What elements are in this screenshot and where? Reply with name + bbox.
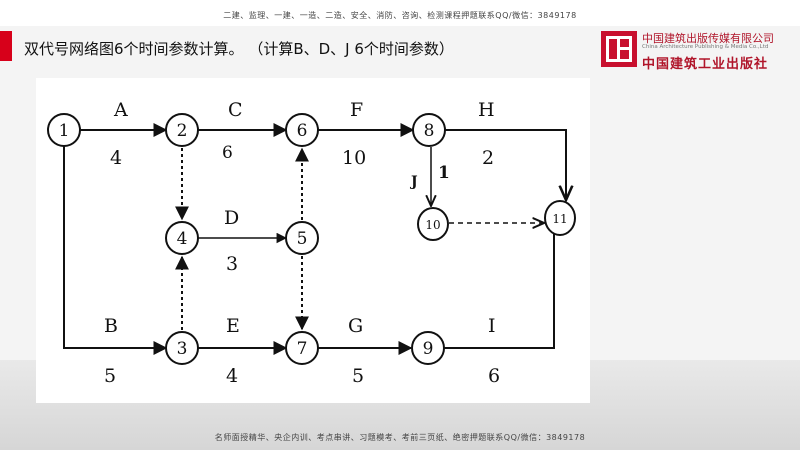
publisher-brand: 中国建筑工业出版社 <box>642 57 769 72</box>
arrow-i <box>444 233 555 349</box>
svg-text:4: 4 <box>177 229 188 249</box>
duration-label-i: 6 <box>488 365 500 387</box>
arrow-h <box>445 129 566 200</box>
node-3: 3 <box>165 331 199 365</box>
duration-label-b: 5 <box>104 365 116 387</box>
activity-label-g: G <box>348 315 363 337</box>
activity-label-f: F <box>350 99 363 121</box>
publisher-name-cn: 中国建筑出版传媒有限公司 <box>642 32 774 45</box>
svg-text:5: 5 <box>297 229 308 249</box>
node-9: 9 <box>411 331 445 365</box>
svg-text:11: 11 <box>552 212 567 226</box>
duration-label-g: 5 <box>352 365 364 387</box>
svg-text:2: 2 <box>177 121 188 141</box>
node-10: 10 <box>417 207 449 241</box>
publisher-name-en: China Architecture Publishing & Media Co… <box>642 44 769 50</box>
publisher-emblem-icon <box>601 31 637 67</box>
duration-label-h: 2 <box>482 147 494 169</box>
svg-text:1: 1 <box>59 121 70 141</box>
node-11: 11 <box>544 200 576 236</box>
top-strip <box>0 0 800 26</box>
node-1: 1 <box>47 113 81 147</box>
publisher-logo: 中国建筑出版传媒有限公司 China Architecture Publishi… <box>600 30 790 72</box>
activity-label-j: J <box>409 174 418 190</box>
title-accent-bar <box>0 31 12 61</box>
arrow-b <box>63 146 168 355</box>
activity-label-b: B <box>104 315 118 337</box>
duration-label-f: 10 <box>342 147 366 169</box>
node-4: 4 <box>165 221 199 255</box>
node-7: 7 <box>285 331 319 365</box>
activity-label-i: I <box>488 315 496 337</box>
duration-label-e: 4 <box>226 365 238 387</box>
svg-text:6: 6 <box>297 121 308 141</box>
node-2: 2 <box>165 113 199 147</box>
duration-label-c: 6 <box>222 143 233 163</box>
duration-label-j: 1 <box>438 163 450 183</box>
svg-text:9: 9 <box>423 339 434 359</box>
activity-label-e: E <box>226 315 240 337</box>
svg-text:3: 3 <box>177 339 188 359</box>
svg-text:7: 7 <box>297 339 308 359</box>
top-banner: 二建、监理、一建、一造、二造、安全、消防、咨询、检测课程押题联系QQ/微信：38… <box>223 11 577 20</box>
node-8: 8 <box>412 113 446 147</box>
activity-label-a: A <box>113 99 128 121</box>
slide-title: 双代号网络图6个时间参数计算。 （计算B、D、J 6个时间参数） <box>24 40 454 58</box>
bottom-banner: 名师面授精华、央企内训、考点串讲、习题模考、考前三页纸、绝密押题联系QQ/微信：… <box>214 433 586 442</box>
activity-label-h: H <box>478 99 495 121</box>
network-diagram: 1 2 3 4 5 6 7 8 <box>36 78 590 403</box>
activity-label-c: C <box>228 99 243 121</box>
activity-label-d: D <box>224 207 239 229</box>
duration-label-a: 4 <box>110 147 122 169</box>
svg-text:8: 8 <box>424 121 435 141</box>
node-5: 5 <box>285 221 319 255</box>
duration-label-d: 3 <box>226 253 238 275</box>
svg-text:10: 10 <box>425 218 440 232</box>
node-6: 6 <box>285 113 319 147</box>
